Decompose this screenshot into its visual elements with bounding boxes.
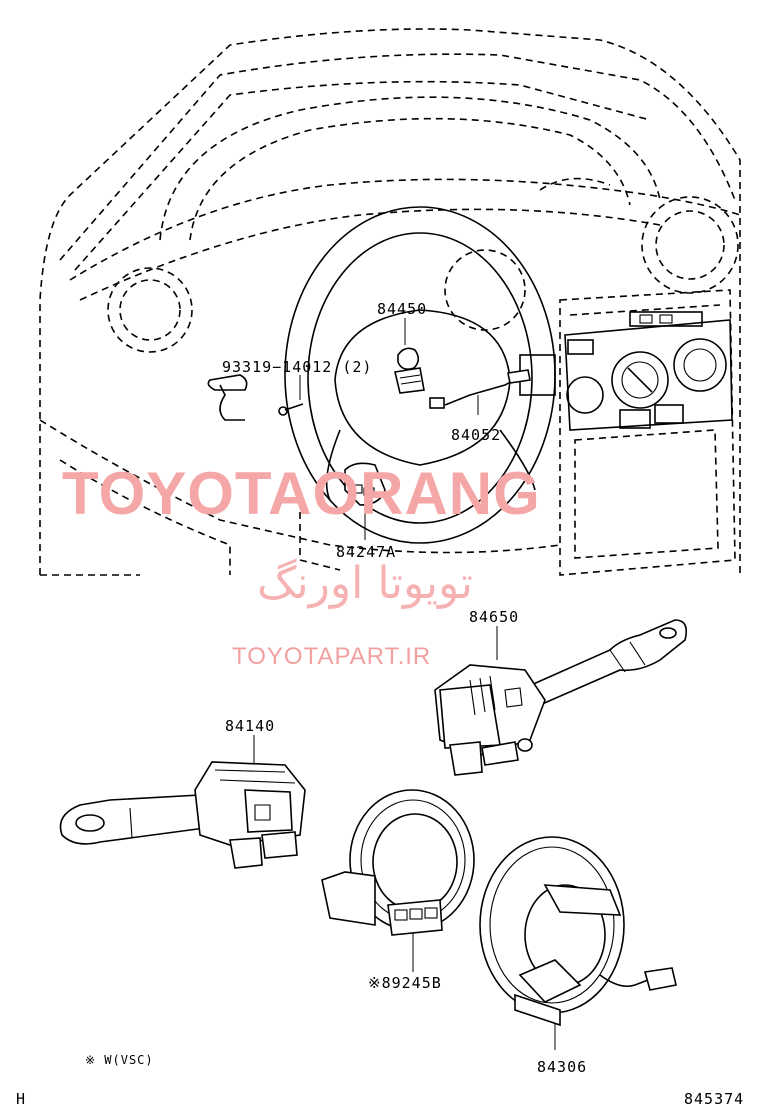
hvac-controls bbox=[519, 311, 733, 431]
spiral-cable-84306 bbox=[479, 836, 677, 1027]
headlight-switch-84140 bbox=[59, 761, 306, 869]
corner-code: H bbox=[16, 1090, 26, 1108]
label-93319: 93319−14012 (2) bbox=[222, 358, 372, 376]
watermark: TOYOTAORANG تویوتا اورنگ TOYOTAPART.IR bbox=[62, 460, 541, 670]
watermark-site: TOYOTAPART.IR bbox=[232, 643, 431, 670]
watermark-persian: تویوتا اورنگ bbox=[257, 558, 473, 609]
label-84247A: 84247A bbox=[336, 543, 396, 561]
leader-lines bbox=[253, 318, 556, 1050]
wiper-switch-84650 bbox=[434, 619, 688, 776]
steering-sensor-89245B bbox=[321, 789, 475, 936]
label-84306: 84306 bbox=[537, 1058, 587, 1076]
label-89245B: ※89245B bbox=[368, 974, 442, 992]
label-84140: 84140 bbox=[225, 717, 275, 735]
dashboard-outline bbox=[39, 28, 741, 576]
diagram-number: 845374 bbox=[684, 1090, 744, 1108]
footnote: ※ W(VSC) bbox=[85, 1053, 154, 1067]
label-84052: 84052 bbox=[451, 426, 501, 444]
label-84650: 84650 bbox=[469, 608, 519, 626]
part-labels: 84450 93319−14012 (2) 84052 84247A 84650… bbox=[222, 300, 587, 1076]
bolt-icon bbox=[278, 403, 304, 416]
harness-84052 bbox=[429, 369, 531, 409]
left-stalk-installed bbox=[207, 374, 248, 421]
switch-84247A bbox=[344, 462, 386, 506]
watermark-brand: TOYOTAORANG bbox=[62, 460, 541, 527]
connector-84450 bbox=[394, 347, 425, 394]
label-84450: 84450 bbox=[377, 300, 427, 318]
